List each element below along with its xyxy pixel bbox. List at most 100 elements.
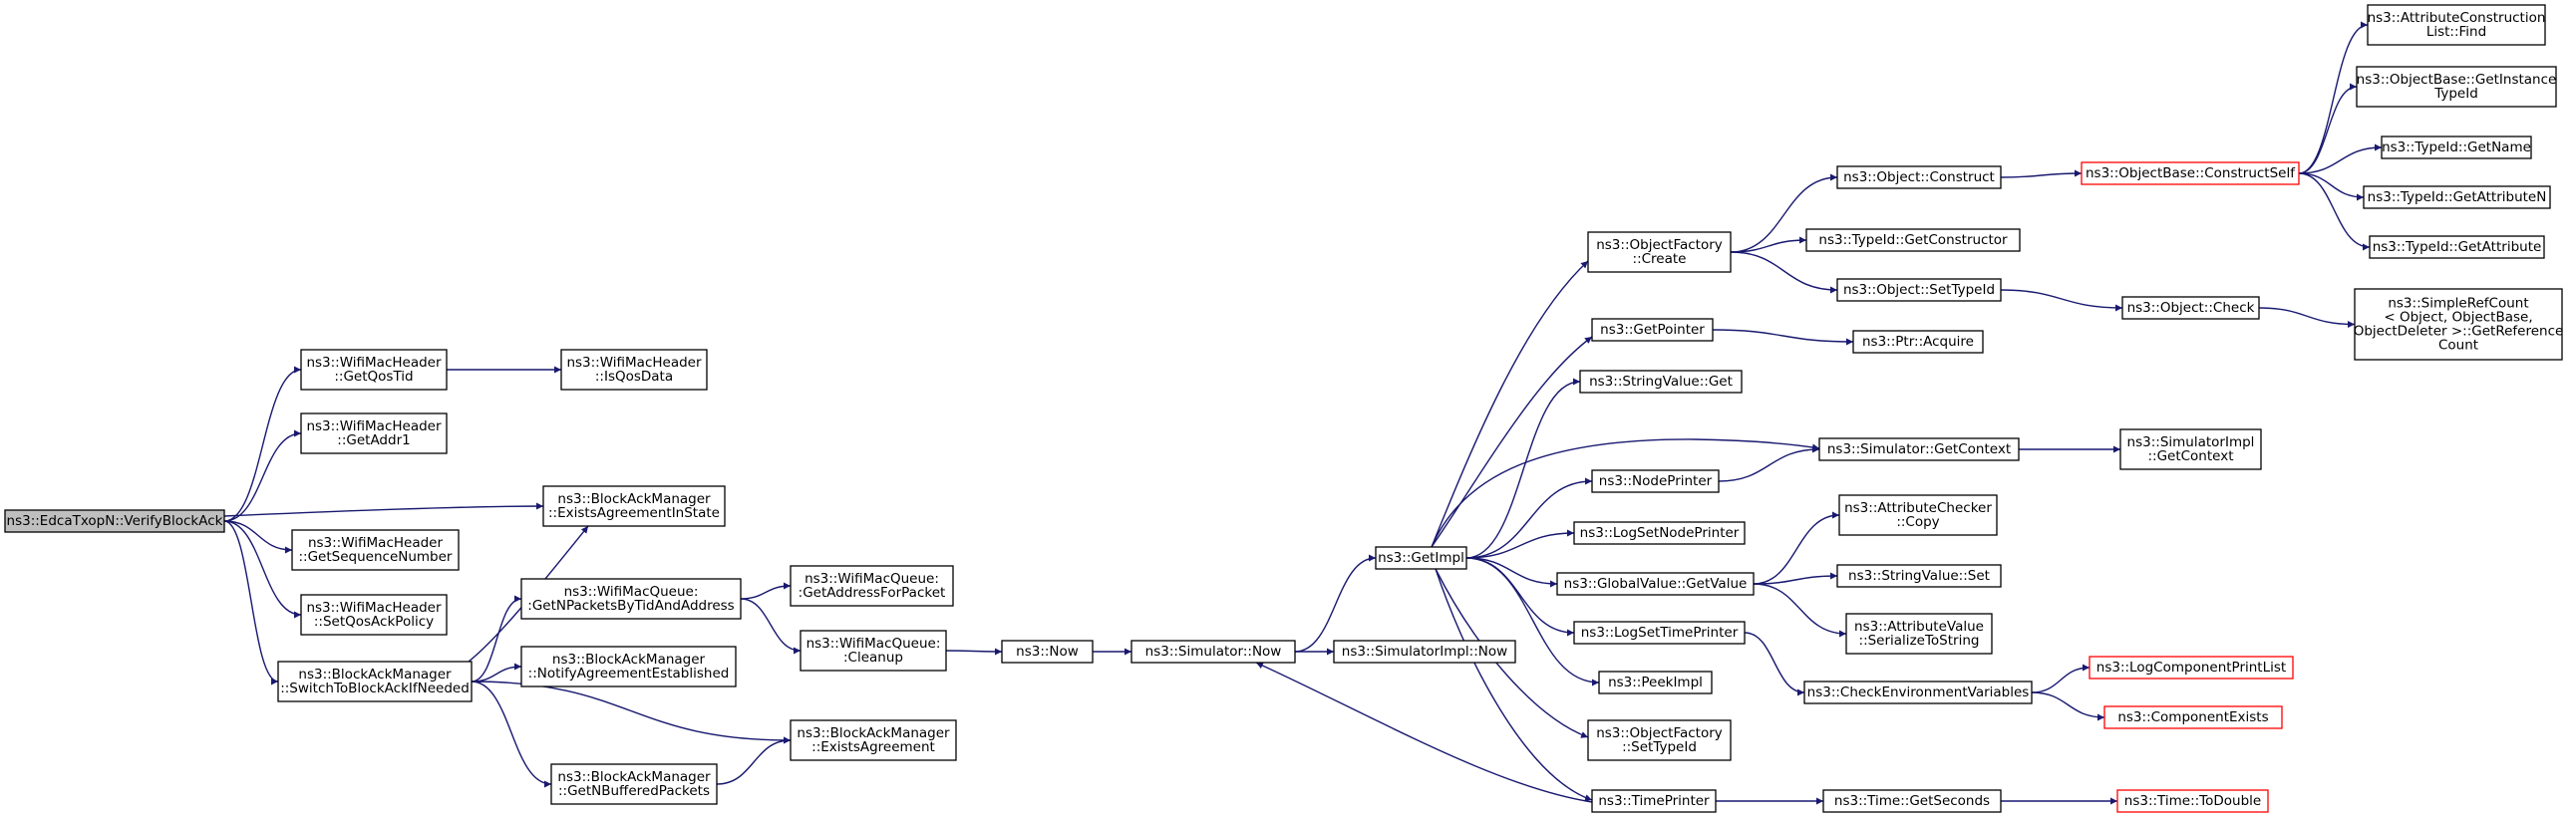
node-typeidgetattribute[interactable]: ns3::TypeId::GetAttribute xyxy=(2369,235,2545,259)
node-box[interactable] xyxy=(1836,165,2002,189)
node-getimpl[interactable]: ns3::GetImpl xyxy=(1375,546,1467,570)
node-cleanup[interactable]: ns3::WifiMacQueue::Cleanup xyxy=(800,630,947,672)
node-box[interactable] xyxy=(2363,185,2551,209)
node-simimplnow[interactable]: ns3::SimulatorImpl::Now xyxy=(1333,640,1516,664)
node-box[interactable] xyxy=(277,661,473,702)
node-simnow[interactable]: ns3::Simulator::Now xyxy=(1130,640,1296,664)
node-box[interactable] xyxy=(1836,564,2002,588)
node-nodeprinter[interactable]: ns3::NodePrinter xyxy=(1591,469,1720,493)
node-simgetcontext[interactable]: ns3::Simulator::GetContext xyxy=(1818,437,2020,461)
node-getnbuffered[interactable]: ns3::BlockAckManager::GetNBufferedPacket… xyxy=(550,763,718,805)
node-getnpackets[interactable]: ns3::WifiMacQueue::GetNPacketsByTidAndAd… xyxy=(520,578,742,620)
node-switchtoblockack[interactable]: ns3::BlockAckManager::SwitchToBlockAckIf… xyxy=(277,661,473,702)
node-box[interactable] xyxy=(1573,521,1746,545)
node-existsagreement[interactable]: ns3::BlockAckManager::ExistsAgreement xyxy=(790,719,957,761)
node-box[interactable] xyxy=(1836,278,2002,302)
node-box[interactable] xyxy=(4,509,225,533)
node-constructself[interactable]: ns3::ObjectBase::ConstructSelf xyxy=(2081,161,2300,185)
node-box[interactable] xyxy=(2369,235,2545,259)
node-getpointer[interactable]: ns3::GetPointer xyxy=(1591,318,1714,342)
node-attrvalueserialize[interactable]: ns3::AttributeValue::SerializeToString xyxy=(1845,613,1993,655)
node-notifyagreement[interactable]: ns3::BlockAckManager::NotifyAgreementEst… xyxy=(520,646,737,687)
node-existsagreementinstate[interactable]: ns3::BlockAckManager::ExistsAgreementInS… xyxy=(542,485,726,527)
node-box[interactable] xyxy=(2116,789,2269,813)
node-box[interactable] xyxy=(2089,656,2294,680)
node-peekimpl[interactable]: ns3::PeekImpl xyxy=(1598,671,1713,694)
node-box[interactable] xyxy=(560,349,708,391)
node-componentexists[interactable]: ns3::ComponentExists xyxy=(2103,705,2283,729)
node-box[interactable] xyxy=(2081,161,2300,185)
node-box[interactable] xyxy=(1838,494,1998,536)
node-box[interactable] xyxy=(520,578,742,620)
node-setqosackpolicy[interactable]: ns3::WifiMacHeader::SetQosAckPolicy xyxy=(300,594,448,636)
node-getaddr1[interactable]: ns3::WifiMacHeader::GetAddr1 xyxy=(300,412,448,454)
node-timegetseconds[interactable]: ns3::Time::GetSeconds xyxy=(1822,789,2002,813)
node-box[interactable] xyxy=(542,485,726,527)
node-objectcheck[interactable]: ns3::Object::Check xyxy=(2121,296,2260,320)
node-now[interactable]: ns3::Now xyxy=(1001,640,1094,664)
node-box[interactable] xyxy=(1573,621,1746,645)
node-box[interactable] xyxy=(2119,428,2262,470)
node-stringvalueget[interactable]: ns3::StringValue::Get xyxy=(1579,370,1743,394)
node-simplerefcount[interactable]: ns3::SimpleRefCount< Object, ObjectBase,… xyxy=(2354,288,2564,361)
node-getaddressforpacket[interactable]: ns3::WifiMacQueue::GetAddressForPacket xyxy=(790,565,954,607)
node-box[interactable] xyxy=(1591,469,1720,493)
node-box[interactable] xyxy=(1598,671,1713,694)
node-box[interactable] xyxy=(1587,231,1732,273)
node-box[interactable] xyxy=(2121,296,2260,320)
node-box[interactable] xyxy=(1587,719,1732,761)
node-ofsettypeid[interactable]: ns3::ObjectFactory::SetTypeId xyxy=(1587,719,1732,761)
node-box[interactable] xyxy=(790,565,954,607)
node-box[interactable] xyxy=(2381,136,2532,159)
node-box[interactable] xyxy=(2356,66,2557,108)
node-objectconstruct[interactable]: ns3::Object::Construct xyxy=(1836,165,2002,189)
node-box[interactable] xyxy=(2354,288,2563,361)
node-box[interactable] xyxy=(300,349,448,391)
node-box[interactable] xyxy=(291,529,460,571)
node-box[interactable] xyxy=(1822,789,2002,813)
node-objectsettypeid[interactable]: ns3::Object::SetTypeId xyxy=(1836,278,2002,302)
node-box[interactable] xyxy=(1591,318,1714,342)
node-typeidgetname[interactable]: ns3::TypeId::GetName xyxy=(2381,136,2532,159)
node-box[interactable] xyxy=(1805,228,2021,252)
node-timetodouble[interactable]: ns3::Time::ToDouble xyxy=(2116,789,2269,813)
node-box[interactable] xyxy=(1579,370,1743,394)
node-box[interactable] xyxy=(1130,640,1296,664)
node-checkenv[interactable]: ns3::CheckEnvironmentVariables xyxy=(1803,681,2033,704)
node-stringvalueset[interactable]: ns3::StringValue::Set xyxy=(1836,564,2002,588)
node-ofcreate[interactable]: ns3::ObjectFactory::Create xyxy=(1587,231,1732,273)
node-box[interactable] xyxy=(1001,640,1094,664)
node-box[interactable] xyxy=(1803,681,2033,704)
node-simimplgetcontext[interactable]: ns3::SimulatorImpl::GetContext xyxy=(2119,428,2262,470)
node-logsetnodeprinter[interactable]: ns3::LogSetNodePrinter xyxy=(1573,521,1746,545)
node-box[interactable] xyxy=(1556,572,1755,596)
node-box[interactable] xyxy=(1845,613,1993,655)
node-getsequencenumber[interactable]: ns3::WifiMacHeader::GetSequenceNumber xyxy=(291,529,460,571)
node-box[interactable] xyxy=(300,594,448,636)
node-box[interactable] xyxy=(1591,789,1717,813)
node-box[interactable] xyxy=(1375,546,1467,570)
node-logsettimeprinter[interactable]: ns3::LogSetTimePrinter xyxy=(1573,621,1746,645)
node-box[interactable] xyxy=(2367,4,2546,46)
node-box[interactable] xyxy=(520,646,737,687)
node-box[interactable] xyxy=(1852,330,1984,354)
node-verify[interactable]: ns3::EdcaTxopN::VerifyBlockAck xyxy=(4,509,225,533)
node-getqostid[interactable]: ns3::WifiMacHeader::GetQosTid xyxy=(300,349,448,391)
node-box[interactable] xyxy=(1818,437,2020,461)
node-timeprinter[interactable]: ns3::TimePrinter xyxy=(1591,789,1717,813)
node-typeidgetattributen[interactable]: ns3::TypeId::GetAttributeN xyxy=(2363,185,2551,209)
node-box[interactable] xyxy=(800,630,947,672)
node-box[interactable] xyxy=(2103,705,2283,729)
node-logcomponentprintlist[interactable]: ns3::LogComponentPrintList xyxy=(2089,656,2294,680)
node-attrcheckercopy[interactable]: ns3::AttributeChecker::Copy xyxy=(1838,494,1998,536)
node-ptracquire[interactable]: ns3::Ptr::Acquire xyxy=(1852,330,1984,354)
node-box[interactable] xyxy=(550,763,718,805)
node-box[interactable] xyxy=(1333,640,1516,664)
node-box[interactable] xyxy=(790,719,957,761)
node-typeidgetconstructor[interactable]: ns3::TypeId::GetConstructor xyxy=(1805,228,2021,252)
node-globalvaluegetvalue[interactable]: ns3::GlobalValue::GetValue xyxy=(1556,572,1755,596)
node-isqosdata[interactable]: ns3::WifiMacHeader::IsQosData xyxy=(560,349,708,391)
node-box[interactable] xyxy=(300,412,448,454)
